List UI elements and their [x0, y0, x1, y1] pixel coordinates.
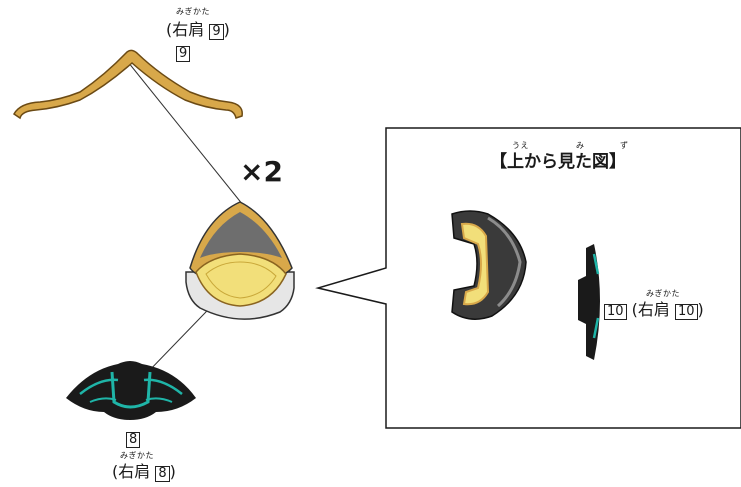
leader-line-top	[127, 61, 244, 206]
right-part-label: 10 (右肩 10)	[604, 302, 704, 320]
right-part-close: )	[697, 300, 704, 319]
gold-arch-piece	[13, 49, 243, 120]
top-part-label: (右肩 9)	[166, 22, 230, 40]
top-part-id: 9	[176, 44, 191, 62]
curved-strip-piece	[578, 244, 600, 360]
bottom-part-name: (右肩	[112, 462, 151, 481]
top-part-close: )	[223, 20, 230, 39]
right-part-num: 10	[674, 304, 698, 320]
bottom-part-num: 8	[155, 466, 170, 482]
shoulder-armor-piece	[185, 201, 295, 320]
right-part-reading: みぎかた	[646, 289, 680, 298]
bottom-part-id: 8	[126, 430, 141, 448]
callout-box	[315, 127, 741, 429]
bottom-part-close: )	[169, 462, 176, 481]
top-part-reading: みぎかた	[176, 7, 210, 16]
callout-title: 【上から見た図】	[490, 152, 626, 172]
top-part-name: (右肩	[166, 20, 205, 39]
teal-cap-piece	[66, 361, 196, 420]
callout-title-reading-zu: ず	[620, 141, 629, 150]
side-view-piece	[451, 210, 527, 320]
right-part-id: 10	[604, 304, 627, 320]
callout-title-reading-ue: うえ	[512, 141, 529, 150]
multiplier-label: ×2	[240, 155, 283, 188]
bottom-part-label: (右肩 8)	[112, 464, 176, 482]
callout-title-reading-mi: み	[576, 141, 585, 150]
bottom-part-reading: みぎかた	[120, 451, 154, 460]
top-part-num: 9	[209, 24, 224, 40]
right-part-name: (右肩	[631, 300, 670, 319]
